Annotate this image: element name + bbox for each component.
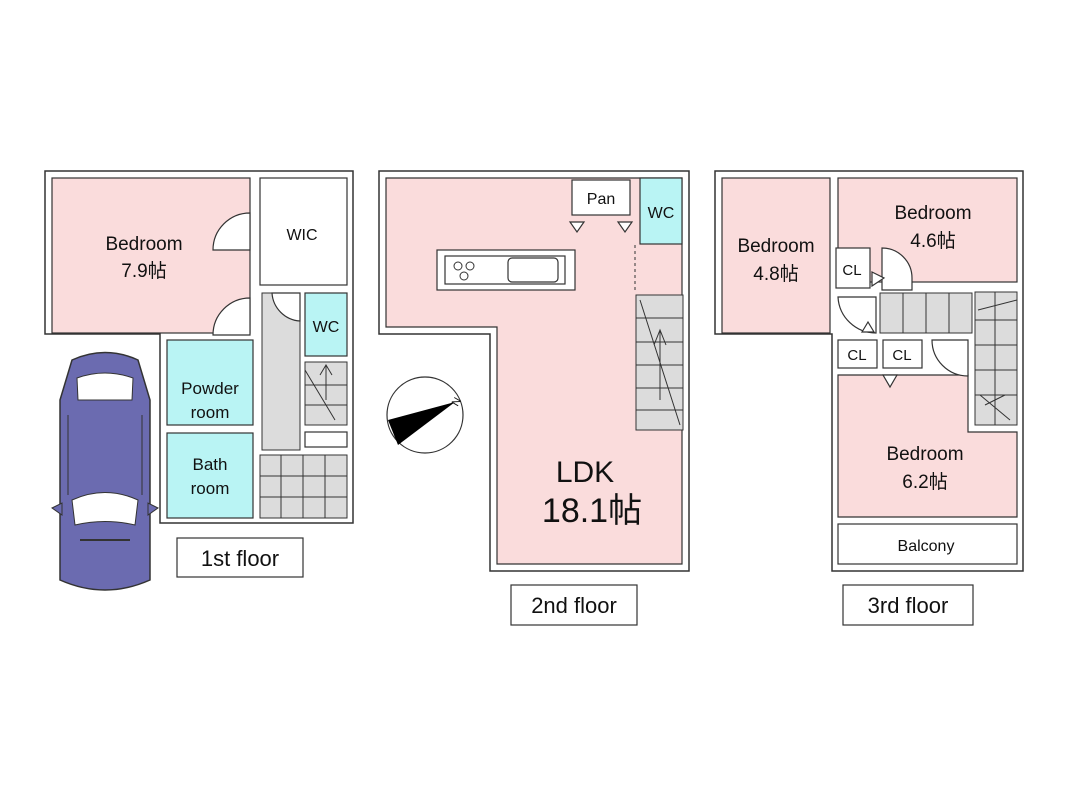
- step: [304, 431, 348, 448]
- closet: [882, 339, 923, 369]
- powder-label: Powder: [181, 379, 239, 398]
- bath-label-2: room: [191, 479, 230, 498]
- wc-label: WC: [648, 205, 675, 222]
- balcony: [837, 523, 1018, 565]
- balcony-label: Balcony: [898, 538, 955, 555]
- bedroom-b-label: Bedroom: [894, 203, 971, 224]
- bedroom-label: Bedroom: [105, 234, 182, 255]
- stairs-arrow-icon: [304, 364, 347, 421]
- bedroom-size: 7.9帖: [121, 260, 166, 282]
- ldk-size: 18.1帖: [542, 492, 642, 530]
- closet-label: CL: [892, 347, 911, 364]
- powder-room: [166, 339, 254, 426]
- kitchen-counter: [436, 249, 576, 291]
- ldk-label: LDK: [556, 456, 614, 489]
- bath-room: [166, 432, 254, 519]
- bedroom-a-label: Bedroom: [737, 236, 814, 257]
- floor-label: 1st floor: [201, 546, 279, 571]
- closet: [837, 339, 878, 369]
- door: [212, 297, 251, 336]
- bedroom-c-size: 6.2帖: [902, 471, 947, 493]
- pantry: [571, 179, 631, 216]
- closet-label: CL: [842, 262, 861, 279]
- third-floor: Bedroom 4.8帖 Bedroom 4.6帖 CL CL CL Bedro…: [714, 170, 1024, 626]
- door: [881, 247, 913, 291]
- powder-label-2: room: [191, 403, 230, 422]
- door: [931, 339, 969, 377]
- floor-label: 2nd floor: [531, 593, 617, 618]
- stairs-arrow-icon: [636, 299, 683, 426]
- bedroom-b-size: 4.6帖: [910, 230, 955, 252]
- door-arrow: [871, 271, 886, 288]
- stairs-arrow-icon: [975, 292, 1018, 425]
- wc-room: [304, 292, 348, 357]
- door-arrow: [860, 320, 876, 333]
- floor-label-box: [510, 584, 638, 626]
- closet: [835, 247, 871, 289]
- door: [212, 212, 251, 251]
- bath-label: Bath: [193, 455, 228, 474]
- wic-label: WIC: [286, 227, 317, 244]
- stairs: [974, 291, 1018, 426]
- second-floor: Pan WC LDK 18.1帖 N 2nd floor: [378, 170, 690, 626]
- floor-label: 3rd floor: [868, 593, 949, 618]
- first-floor: Bedroom 7.9帖 WIC WC Powder room Bath roo…: [44, 170, 354, 591]
- floor-label-box: [176, 537, 304, 578]
- compass-icon: N: [386, 376, 464, 454]
- wc-label: WC: [313, 319, 340, 336]
- bedroom-a-size: 4.8帖: [753, 263, 798, 285]
- floor-label-box: [842, 584, 974, 626]
- door-arrow: [881, 374, 899, 389]
- wc-room: [639, 177, 683, 245]
- bedroom-c-label: Bedroom: [886, 444, 963, 465]
- car-icon: [51, 351, 159, 591]
- door: [568, 221, 634, 234]
- tile-grid: [260, 455, 347, 518]
- bedroom-a-room: [721, 177, 831, 334]
- hallway-lines: [902, 293, 950, 333]
- door: [271, 292, 301, 322]
- pantry-label: Pan: [587, 191, 615, 208]
- closet-label: CL: [847, 347, 866, 364]
- wic-room: [259, 177, 348, 286]
- bedroom-room: [51, 177, 251, 334]
